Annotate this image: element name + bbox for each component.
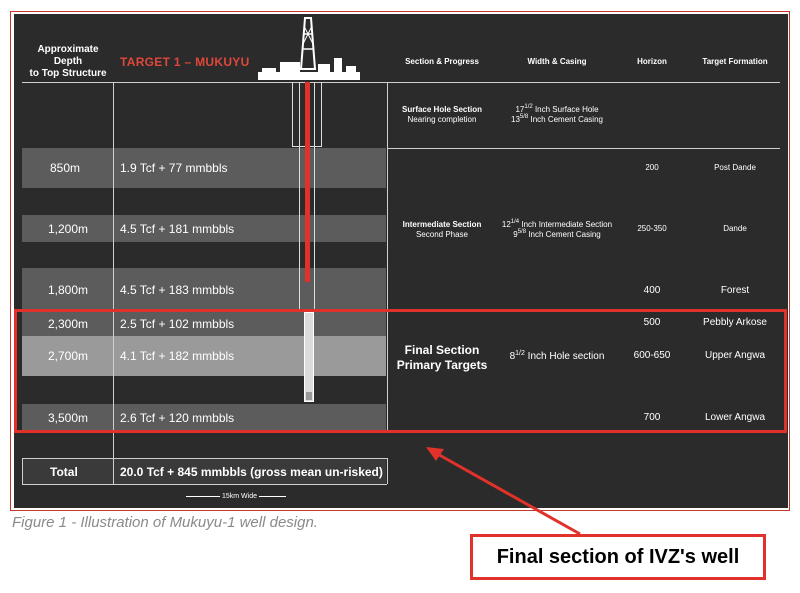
band-1200m [22,215,386,242]
formation-1800: Forest [720,285,750,296]
header-divider [22,82,780,83]
scale-bar: 15km Wide [186,492,286,502]
band-2300m [22,312,386,336]
total-value: 20.0 Tcf + 845 mmbbls (gross mean un-ris… [120,465,383,479]
final-section-info: Final Section Primary Targets [396,343,488,372]
band-850m [22,148,386,188]
depth-2300: 2,300m [48,317,89,331]
final-hole-info: 81/2 Inch Hole section [509,350,605,362]
intermediate-casing-info: 121/4 Inch Intermediate Section 95/8 Inc… [501,219,613,239]
diagram-panel [14,14,788,508]
resource-1200: 4.5 Tcf + 181 mmbbls [120,222,235,236]
width-column-header: Width & Casing [527,57,587,66]
drill-progress-bar [305,82,310,282]
resource-1800: 4.5 Tcf + 183 mmbbls [120,283,235,297]
total-right-border [387,458,388,484]
formation-column-header: Target Formation [702,57,768,66]
horizon-1800: 400 [643,285,661,296]
depth-1200: 1,200m [48,222,89,236]
horizon-850: 200 [645,163,659,172]
horizon-1200: 250-350 [637,224,667,233]
total-bottom-border [22,484,387,485]
final-hole-section [304,312,314,402]
depth-2700: 2,700m [48,349,89,363]
horizon-column-header: Horizon [637,57,667,66]
resource-2300: 2.5 Tcf + 102 mmbbls [120,317,235,331]
total-top-border [22,458,387,459]
depth-3500: 3,500m [48,411,89,425]
depth-850: 850m [50,161,81,175]
surface-section-info: Surface Hole Section Nearing completion [401,105,483,124]
figure-caption: Figure 1 - Illustration of Mukuyu-1 well… [12,514,318,531]
depth-column-header: Approximate Depth to Top Structure [29,44,107,79]
horizon-2700: 600-650 [633,350,671,361]
surface-section-divider [387,148,780,149]
band-total [22,458,386,484]
section-column-header: Section & Progress [405,57,479,66]
target-title: TARGET 1 – MUKUYU [120,55,250,69]
formation-3500: Lower Angwa [704,412,766,423]
total-left-border [22,458,23,484]
callout-box: Final section of IVZ's well [470,534,766,580]
figure-frame [10,11,790,511]
formation-2300: Pebbly Arkose [703,317,767,328]
well-bottom [306,392,312,400]
total-label: Total [50,465,78,479]
drilling-rig-icon [258,17,360,80]
final-section-highlight [14,309,787,433]
band-2700m [22,336,386,376]
intermediate-section-info: Intermediate Section Second Phase [402,220,482,239]
horizon-2300: 500 [643,317,661,328]
surface-casing-info: 171/2 Inch Surface Hole 135/8 Inch Cemen… [511,104,603,124]
resource-850: 1.9 Tcf + 77 mmbbls [120,161,228,175]
band-3500m [22,404,386,432]
resource-3500: 2.6 Tcf + 120 mmbbls [120,411,235,425]
resource-2700: 4.1 Tcf + 182 mmbbls [120,349,235,363]
depth-column-divider [113,83,114,485]
scale-label: 15km Wide [220,492,260,501]
depth-1800: 1,800m [48,283,89,297]
callout-arrow-icon [426,447,581,536]
section-column-divider [387,83,388,432]
formation-2700: Upper Angwa [704,350,766,361]
formation-850: Post Dande [714,163,756,172]
formation-1200: Dande [723,224,747,233]
band-1800m [22,268,386,312]
horizon-3500: 700 [643,412,661,423]
